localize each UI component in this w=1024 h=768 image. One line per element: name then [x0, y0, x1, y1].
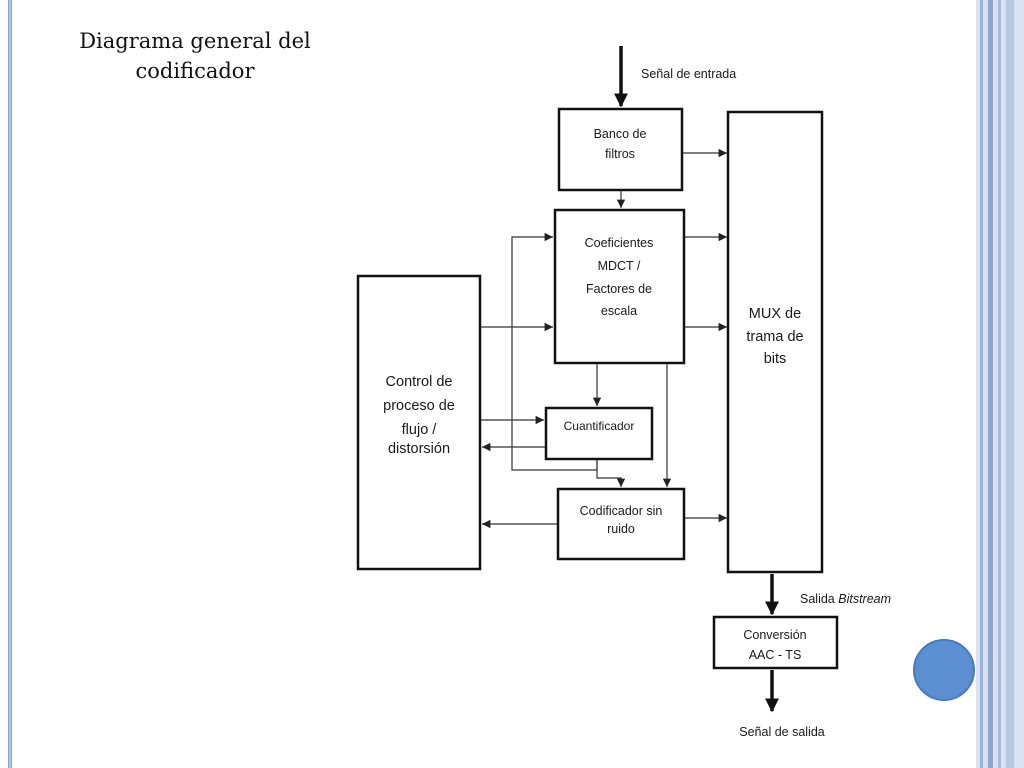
control-label-line-1: Control de — [386, 374, 453, 390]
control-label-line-4: distorsión — [388, 441, 450, 457]
mux-label-line-2: trama de — [746, 329, 803, 345]
noiseless-coder-label-line-2: ruido — [607, 522, 635, 536]
mdct-label-line-4: escala — [601, 304, 637, 318]
quantizer-block — [544, 406, 654, 461]
accent-circle — [913, 639, 975, 701]
control-block — [356, 274, 482, 571]
mux-block — [726, 110, 824, 574]
mdct-label-line-3: Factores de — [586, 282, 652, 296]
conversion-block — [712, 615, 839, 670]
quantizer-to-coder-line — [596, 460, 626, 487]
control-label-line-3: flujo / — [402, 422, 438, 438]
input-signal-label: Señal de entrada — [641, 67, 736, 81]
quantizer-label: Cuantificador — [564, 419, 635, 433]
bitstream-label: Salida Bitstream — [800, 592, 891, 606]
right-frame-border — [976, 0, 1024, 768]
mux-label-line-1: MUX de — [749, 306, 801, 322]
mdct-label-line-2: MDCT / — [598, 259, 641, 273]
slide-title-line-2: codificador — [135, 59, 255, 83]
mdct-block — [553, 208, 686, 365]
left-frame-border — [8, 0, 12, 768]
mdct-label-line-1: Coeficientes — [585, 236, 654, 250]
filter-bank-label-line-2: filtros — [605, 147, 635, 161]
noiseless-coder-label-line-1: Codificador sin — [580, 504, 663, 518]
output-signal-label: Señal de salida — [739, 725, 825, 739]
mux-label-line-3: bits — [764, 351, 787, 367]
slide-title: Diagrama general del codificador — [50, 26, 340, 86]
conversion-label-line-2: AAC - TS — [749, 648, 802, 662]
control-label-line-2: proceso de — [383, 398, 455, 414]
conversion-label-line-1: Conversión — [743, 628, 806, 642]
slide-title-line-1: Diagrama general del — [79, 29, 311, 53]
filter-bank-label-line-1: Banco de — [594, 127, 647, 141]
noiseless-coder-block — [556, 487, 686, 561]
filter-bank-block — [557, 107, 684, 192]
